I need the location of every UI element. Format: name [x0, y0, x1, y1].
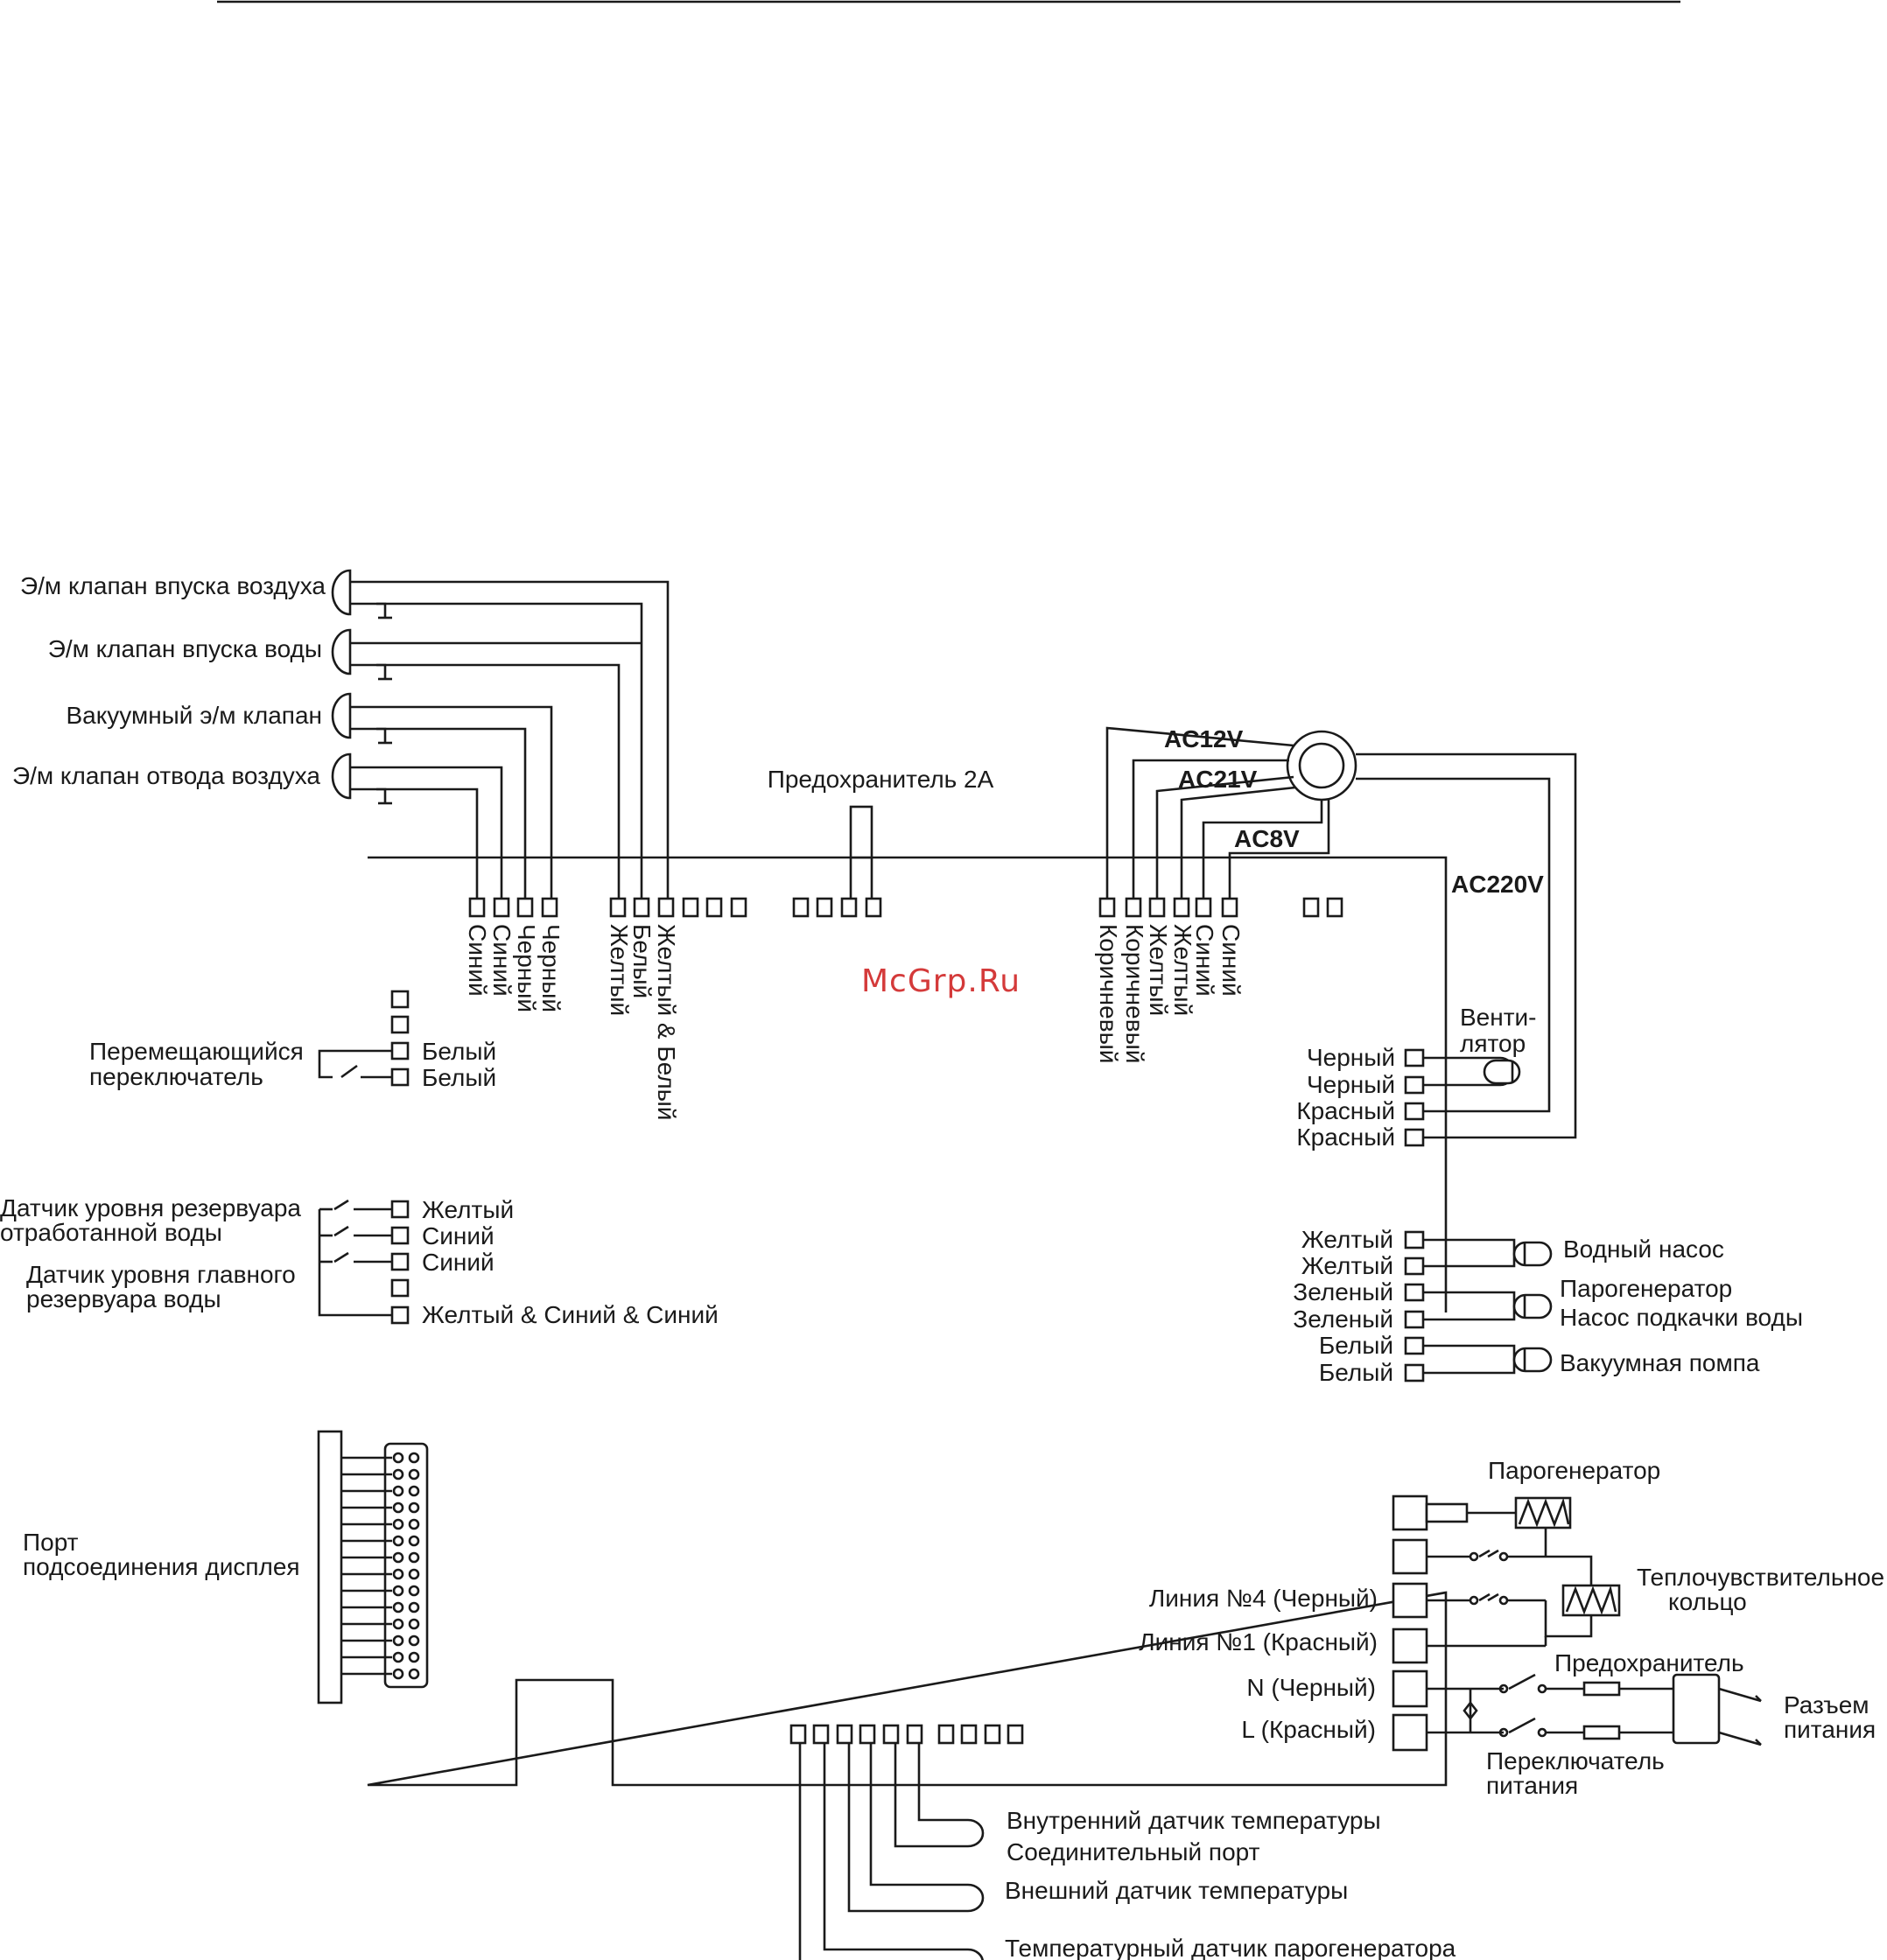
- wire-label: Черный: [513, 924, 540, 1012]
- wire-label: Зеленый: [1293, 1278, 1393, 1306]
- display-port-label: Порт: [23, 1529, 79, 1556]
- fuse-2a-icon: [792, 805, 882, 918]
- wire-label: Желтый: [1169, 924, 1196, 1016]
- steam-temp-label: Температурный датчик парогенератора: [1005, 1935, 1456, 1960]
- line1-label: Линия №1 (Красный): [1139, 1628, 1378, 1656]
- wire-label: Желтый & Синий & Синий: [422, 1301, 719, 1328]
- wire-label: Черный: [1307, 1044, 1395, 1071]
- wire-label: Белый: [422, 1064, 496, 1091]
- wire-label: Белый: [422, 1038, 496, 1065]
- water-pump-icon: [1512, 1241, 1553, 1267]
- valve-air-out-icon: [331, 752, 503, 858]
- moving-switch-icon: [318, 1049, 392, 1079]
- wire-label: Синий: [464, 924, 491, 997]
- power-switch-label: Переключатель: [1486, 1747, 1665, 1774]
- moving-switch-label-2: переключатель: [89, 1063, 263, 1090]
- display-port-icon: [317, 1430, 429, 1704]
- wire-label: Коричневый: [1121, 924, 1148, 1063]
- display-port-label-2: подсоединения дисплея: [23, 1553, 300, 1580]
- top-right-terminals: [1098, 897, 1343, 918]
- wire-label: Черный: [537, 924, 565, 1012]
- wire-label: Желтый: [422, 1196, 514, 1223]
- fan-icon: [1483, 1056, 1521, 1087]
- valve-vacuum-label: Вакуумный э/м клапан: [66, 702, 322, 729]
- line4-label: Линия №4 (Черный): [1149, 1585, 1378, 1612]
- ac220v-label: AC220V: [1451, 871, 1544, 898]
- external-temp-label: Внешний датчик температуры: [1005, 1877, 1348, 1904]
- valve-air-out-label: Э/м клапан отвода воздуха: [12, 762, 320, 789]
- wire-label: Белый: [628, 924, 656, 998]
- wire-label: Красный: [1296, 1097, 1395, 1124]
- connection-port-label: Соединительный порт: [1007, 1838, 1260, 1866]
- wire-label: Черный: [1307, 1071, 1395, 1098]
- main-level-label-2: резервуара воды: [26, 1285, 221, 1312]
- wire-label: Синий: [1191, 924, 1218, 997]
- wire-label: Синий: [488, 924, 516, 997]
- top-left-terminals: [468, 858, 747, 918]
- fuse-2a-label: Предохранитель 2А: [768, 766, 994, 793]
- wire-label: Зеленый: [1293, 1306, 1393, 1333]
- wire-label: Желтый: [1301, 1252, 1393, 1279]
- waste-level-label-2: отработанной воды: [0, 1219, 222, 1246]
- valve-air-in-icon: [331, 569, 670, 858]
- fan-label-2: лятор: [1460, 1030, 1526, 1057]
- level-sensors-icon: [318, 1199, 392, 1317]
- power-connector-label: Разъем: [1784, 1691, 1869, 1718]
- main-level-label: Датчик уровня главного: [26, 1261, 296, 1288]
- wire-label: Белый: [1319, 1359, 1393, 1386]
- thermo-ring-label-2: кольцо: [1668, 1588, 1747, 1615]
- bottom-terminals: [789, 1724, 1024, 1745]
- steam-generator-label: Парогенератор: [1488, 1457, 1660, 1484]
- vacuum-pump-label: Вакуумная помпа: [1560, 1349, 1760, 1376]
- waste-level-label: Датчик уровня резервуара: [0, 1194, 301, 1222]
- wire-label: Красный: [1296, 1124, 1395, 1151]
- wire-label: Коричневый: [1095, 924, 1122, 1063]
- board-outline: [367, 856, 1448, 1787]
- ac12v-label: AC12V: [1164, 725, 1244, 752]
- wire-label: Желтый: [1145, 924, 1172, 1016]
- steam-generator-icon: [1392, 1494, 1572, 1531]
- power-connector-label-2: питания: [1784, 1716, 1876, 1743]
- wire-label: Желтый & Белый: [653, 924, 680, 1120]
- l-red-label: L (Красный): [1241, 1716, 1376, 1743]
- right-fan-terminals: [1404, 1048, 1488, 1147]
- steam-gen-pump-icon: [1512, 1293, 1553, 1320]
- wire-label: Белый: [1319, 1332, 1393, 1359]
- wire-label: Желтый: [606, 924, 633, 1016]
- internal-temp-label: Внутренний датчик температуры: [1007, 1807, 1381, 1834]
- power-section-icon: [1392, 1670, 1762, 1752]
- wire-label: Желтый: [1301, 1226, 1393, 1253]
- n-black-label: N (Черный): [1246, 1674, 1376, 1701]
- wire-label: Синий: [1217, 924, 1245, 997]
- thermo-ring-label: Теплочувствительное: [1637, 1564, 1884, 1591]
- moving-switch-label: Перемещающийся: [89, 1038, 304, 1065]
- wire-label: Синий: [422, 1222, 495, 1250]
- right-pump-terminals: [1404, 1230, 1516, 1382]
- transformer-icon: [1105, 726, 1577, 1139]
- temperature-sensors-icon: [798, 1743, 985, 1960]
- watermark: McGrp.Ru: [861, 963, 1021, 999]
- valve-water-in-label: Э/м клапан впуска воды: [48, 635, 322, 662]
- valve-vacuum-icon: [331, 692, 553, 858]
- wire-label: Синий: [422, 1249, 495, 1276]
- steam-gen-pump-label: Парогенератор: [1560, 1275, 1732, 1302]
- valve-air-in-label: Э/м клапан впуска воздуха: [20, 572, 326, 599]
- steam-gen-pump-label-2: Насос подкачки воды: [1560, 1304, 1803, 1331]
- valve-water-in-icon: [331, 628, 642, 858]
- left-terminals: [390, 990, 410, 1325]
- thermo-ring-icon: [1392, 1528, 1621, 1664]
- water-pump-label: Водный насос: [1563, 1236, 1724, 1263]
- ac8v-label: AC8V: [1234, 825, 1300, 852]
- ac21v-label: AC21V: [1178, 766, 1258, 793]
- fuse-label: Предохранитель: [1554, 1649, 1744, 1676]
- fan-label: Венти-: [1460, 1004, 1537, 1031]
- power-switch-label-2: питания: [1486, 1772, 1578, 1799]
- vacuum-pump-icon: [1512, 1347, 1553, 1373]
